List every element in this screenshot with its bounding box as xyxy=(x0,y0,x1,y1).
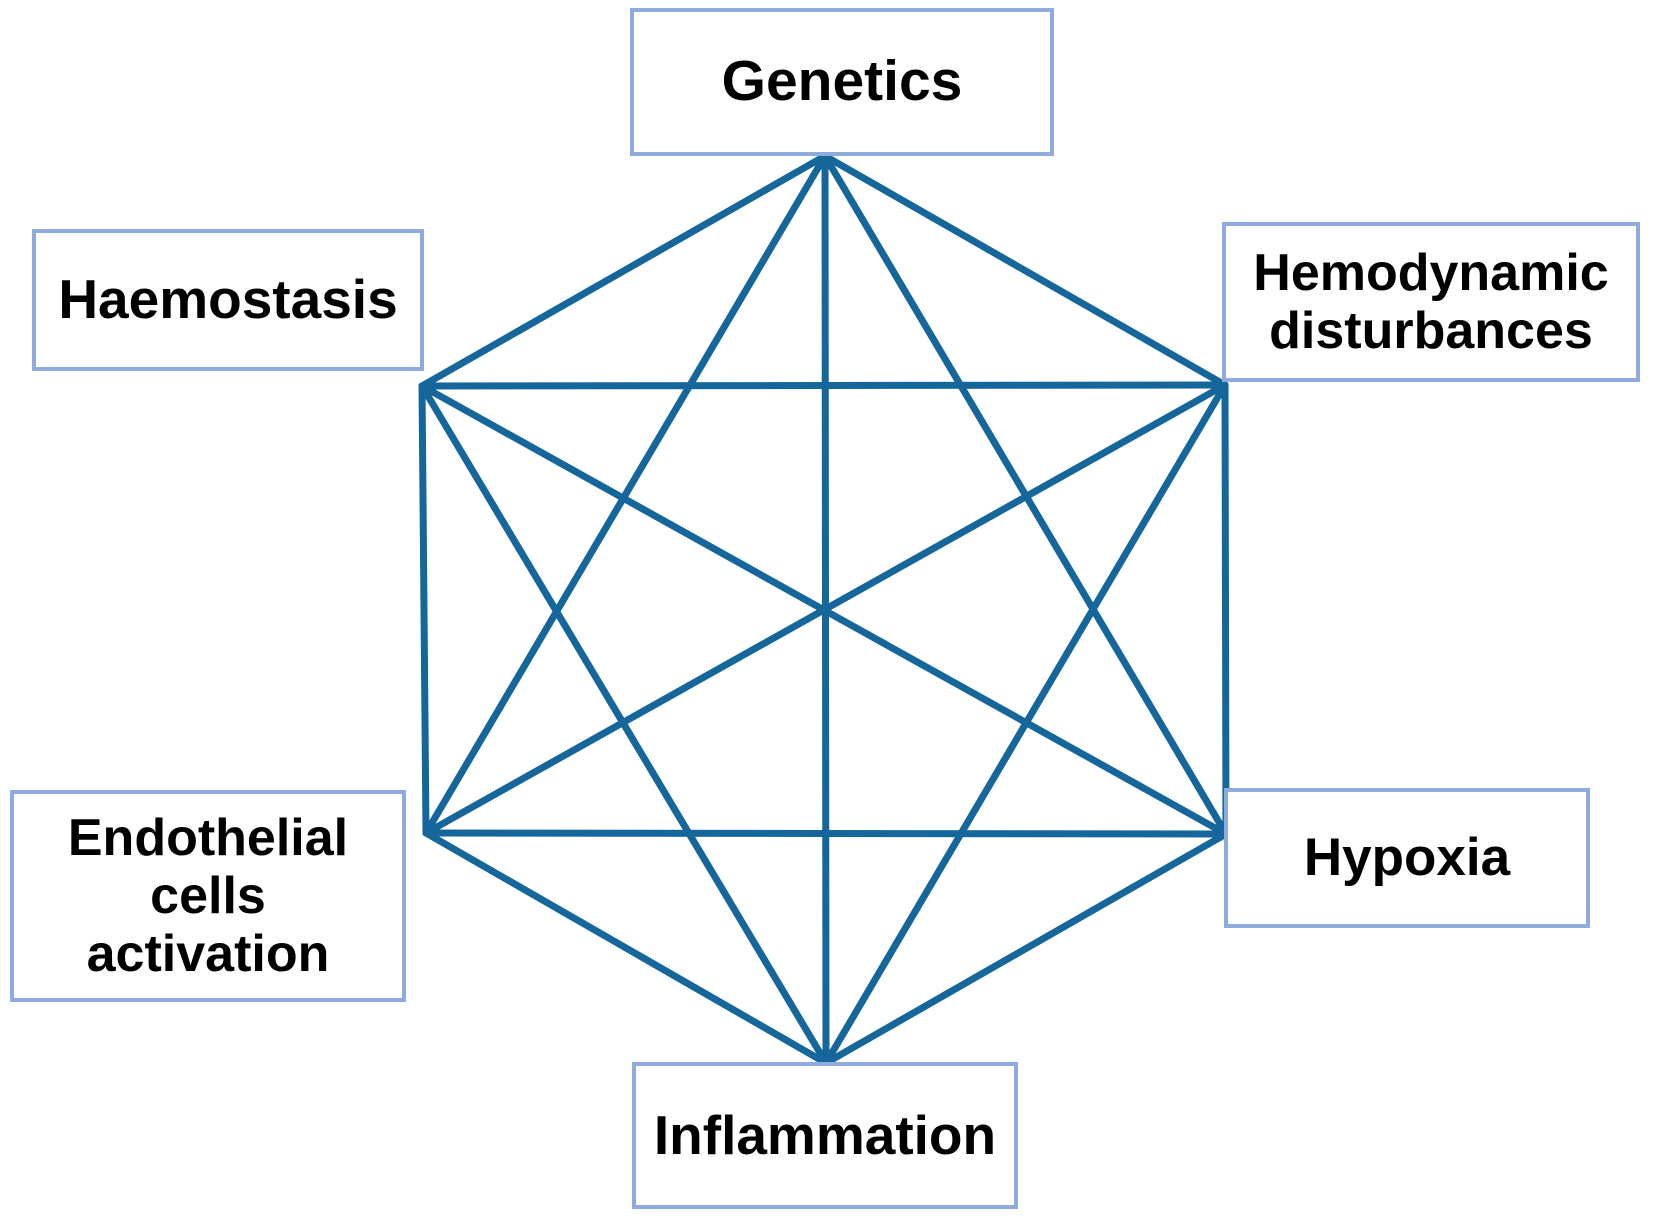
edge-inflammation-endothelial xyxy=(422,829,830,1067)
node-hypoxia[interactable]: Hypoxia xyxy=(1224,788,1590,928)
node-endothelial-cells-activation-label: Endothelial cells activation xyxy=(67,808,349,984)
node-haemostasis-label: Haemostasis xyxy=(58,268,398,331)
edge-hemodynamic-hypoxia xyxy=(1221,381,1230,838)
edge-hypoxia-endothelial xyxy=(422,829,1230,838)
node-inflammation[interactable]: Inflammation xyxy=(632,1062,1018,1209)
node-genetics[interactable]: Genetics xyxy=(630,8,1054,156)
edge-genetics-endothelial xyxy=(422,152,829,837)
node-genetics-label: Genetics xyxy=(721,49,963,114)
edge-hypoxia-haemostasis xyxy=(418,382,1230,838)
node-hypoxia-label: Hypoxia xyxy=(1303,828,1511,888)
node-hemodynamic-disturbances-label: Hemodynamic disturbances xyxy=(1253,243,1609,360)
edge-hypoxia-inflammation xyxy=(822,830,1230,1067)
node-endothelial-cells-activation[interactable]: Endothelial cells activation xyxy=(10,790,406,1002)
node-hemodynamic-disturbances[interactable]: Hemodynamic disturbances xyxy=(1222,222,1640,382)
edge-inflammation-haemostasis xyxy=(418,382,830,1067)
edge-endothelial-haemostasis xyxy=(418,382,430,837)
node-inflammation-label: Inflammation xyxy=(653,1103,997,1166)
edge-hemodynamic-haemostasis xyxy=(418,381,1229,390)
edge-genetics-hemodynamic xyxy=(821,152,1229,389)
edge-genetics-haemostasis xyxy=(418,152,829,390)
node-haemostasis[interactable]: Haemostasis xyxy=(32,229,424,371)
